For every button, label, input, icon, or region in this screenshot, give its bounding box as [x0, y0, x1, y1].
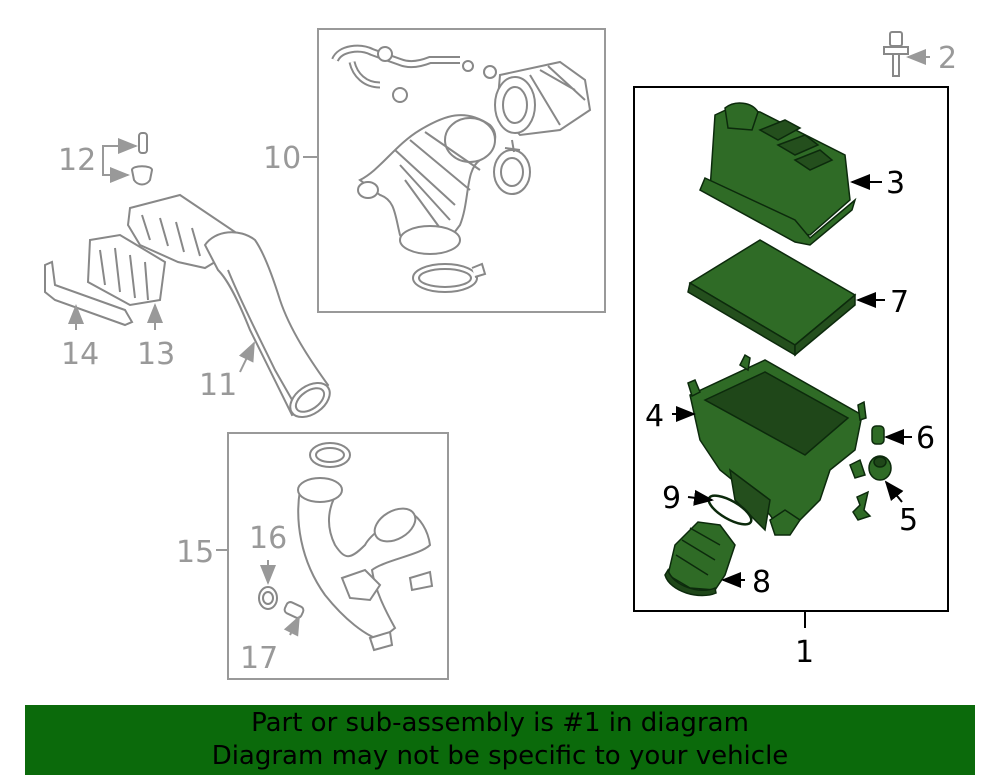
- callout-6: 6: [916, 421, 935, 456]
- callout-14: 14: [61, 337, 99, 372]
- part-15-intake-pipe: [297, 442, 434, 652]
- part-8-duct: [664, 521, 736, 597]
- callout-17: 17: [240, 641, 278, 676]
- part-16-grommet: [258, 586, 278, 610]
- part-14-seal: [44, 260, 134, 327]
- part-4-lower-housing: [687, 353, 867, 536]
- callout-13: 13: [137, 337, 175, 372]
- info-banner: Part or sub-assembly is #1 in diagram Di…: [25, 705, 975, 775]
- callout-10: 10: [263, 141, 301, 176]
- part-clip-small: [852, 490, 872, 521]
- callout-2: 2: [938, 41, 957, 76]
- group-box-10: [317, 28, 606, 313]
- group-box-1: [633, 86, 949, 612]
- leader-lines: [68, 49, 930, 637]
- callout-12: 12: [58, 143, 96, 178]
- part-11-inlet-duct: [126, 193, 331, 419]
- callout-9: 9: [662, 481, 681, 516]
- callout-7: 7: [890, 285, 909, 320]
- group-box-15: [227, 432, 449, 680]
- part-7-filter: [687, 239, 857, 357]
- part-10-intake-hose: [331, 44, 592, 293]
- callout-3: 3: [886, 166, 905, 201]
- callout-15: 15: [176, 535, 214, 570]
- part-3-cover: [699, 102, 857, 246]
- callout-11: 11: [199, 368, 237, 403]
- banner-line-2: Diagram may not be specific to your vehi…: [211, 741, 789, 771]
- callout-16: 16: [249, 521, 287, 556]
- part-2-bolt: [883, 31, 909, 77]
- banner-line-1: Part or sub-assembly is #1 in diagram: [251, 708, 749, 738]
- part-5-insulator: [868, 455, 892, 481]
- part-17-collar: [283, 601, 305, 619]
- callout-5: 5: [899, 503, 918, 538]
- part-6-grommet: [871, 425, 885, 445]
- callout-4: 4: [645, 399, 664, 434]
- part-12-pin-clip: [130, 132, 154, 186]
- part-13-bracket: [86, 233, 167, 307]
- callout-1: 1: [795, 635, 814, 670]
- callout-8: 8: [752, 565, 771, 600]
